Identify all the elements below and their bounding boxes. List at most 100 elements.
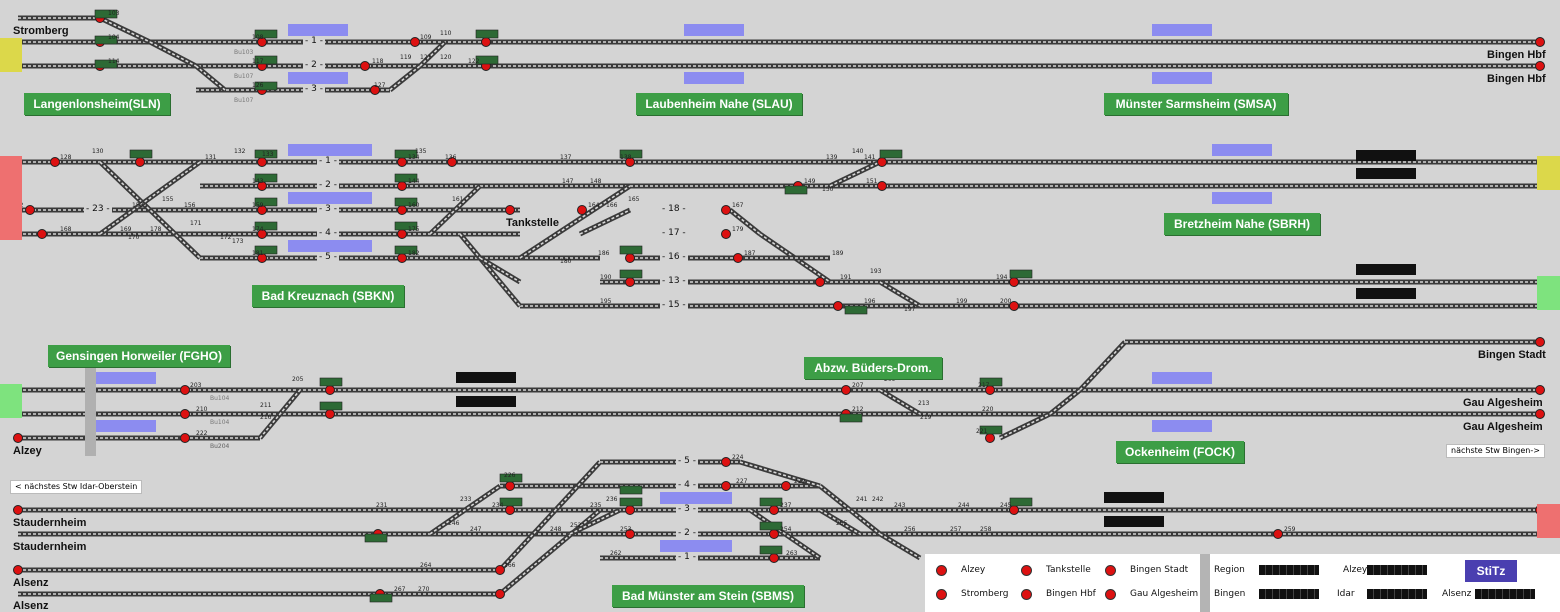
signal-number: 119 [400, 54, 412, 61]
track-label-5: - 5 - [317, 252, 339, 262]
platform-code: Bu107 [234, 97, 254, 104]
signal-icon [505, 505, 515, 515]
track-segment-inner [519, 185, 631, 259]
track-label-2: - 2 - [676, 528, 698, 538]
signal-aspect [254, 149, 278, 159]
signal-number: 137 [560, 154, 572, 161]
endpoint-bingen-stadt: Bingen Stadt [1478, 349, 1546, 361]
track-segment-inner [195, 65, 226, 91]
signal-aspect [475, 55, 499, 65]
signal-number: 219 [920, 414, 932, 421]
platform [288, 24, 348, 36]
track-segment-inner [879, 281, 921, 307]
signal-number: 170 [128, 234, 140, 241]
legend-label: Gau Algesheim [1130, 589, 1199, 599]
signal-aspect [619, 269, 643, 279]
signal-number: 207 [852, 382, 864, 389]
signal-aspect [254, 173, 278, 183]
signal-icon [1535, 61, 1545, 71]
station-sbkn[interactable]: Bad Kreuznach (SBKN) [252, 285, 404, 307]
platform-code: Bu204 [210, 443, 230, 450]
platform [288, 240, 372, 252]
signal-icon [13, 433, 23, 443]
signal-icon [481, 37, 491, 47]
signal-icon [495, 565, 505, 575]
legend-panel: Alzey Tankstelle Bingen Stadt Stromberg … [925, 554, 1560, 612]
track-segment-inner [579, 209, 631, 235]
signal-icon [397, 157, 407, 167]
station-smsa[interactable]: Münster Sarmsheim (SMSA) [1104, 93, 1288, 115]
next-stellwerk-link[interactable]: nächste Stw Bingen-> [1446, 444, 1545, 458]
signal-aspect [979, 377, 1003, 387]
station-fock[interactable]: Ockenheim (FOCK) [1116, 441, 1244, 463]
stitz-button[interactable]: StiTz [1465, 560, 1517, 582]
track-segment-inner [499, 461, 601, 571]
counter-display [1475, 589, 1535, 599]
signal-aspect [364, 533, 388, 543]
signal-number: 243 [894, 502, 906, 509]
signal-number: 247 [470, 526, 482, 533]
track-label-1: - 1 - [303, 36, 325, 46]
signal-number: 109 [420, 34, 432, 41]
legend-label: Alzey [961, 565, 986, 575]
signal-aspect [394, 221, 418, 231]
track-segment-inner [99, 161, 201, 259]
signal-number: 210 [196, 406, 208, 413]
prev-stellwerk-link[interactable]: < nächstes Stw Idar-Oberstein [10, 480, 143, 494]
track-segment-inner [1049, 389, 1081, 415]
station-sbms[interactable]: Bad Münster am Stein (SBMS) [612, 585, 804, 607]
signal-number: 110 [440, 30, 452, 37]
signal-number: 117 [252, 58, 264, 65]
signal-icon [397, 205, 407, 215]
signal-number: 244 [958, 502, 970, 509]
signal-number: 171 [190, 220, 202, 227]
signal-number: 242 [872, 496, 884, 503]
track-segment-inner [829, 161, 881, 187]
signal-number: 173 [232, 238, 244, 245]
signal-number: 197 [904, 306, 916, 313]
station-sln[interactable]: Langenlonsheim(SLN) [24, 93, 170, 115]
signal-aspect [979, 425, 1003, 435]
signal-number: 220 [982, 406, 994, 413]
counter-display [1259, 589, 1319, 599]
signal-aspect [619, 149, 643, 159]
signal-number: 264 [420, 562, 432, 569]
legend-label: Stromberg [961, 589, 1009, 599]
station-slau[interactable]: Laubenheim Nahe (SLAU) [636, 93, 802, 115]
signal-number: 114 [108, 58, 120, 65]
signal-number: 147 [562, 178, 574, 185]
signal-icon [577, 205, 587, 215]
signal-number: 156 [184, 202, 196, 209]
signal-icon [1105, 589, 1116, 600]
signal-number: 234 [492, 502, 504, 509]
signal-number: 127 [374, 82, 386, 89]
counter-display [1356, 264, 1416, 275]
signal-number: 144 [408, 178, 420, 185]
track-segment-inner [739, 461, 821, 487]
signal-number: 122 [468, 58, 480, 65]
signal-number: 175 [408, 226, 420, 233]
signal-aspect [254, 81, 278, 91]
track-label-1: - 1 - [317, 156, 339, 166]
signal-icon [325, 409, 335, 419]
track-label-16: - 16 - [660, 252, 688, 262]
signal-number: 189 [832, 250, 844, 257]
signal-icon [370, 85, 380, 95]
endpoint-staudernheim-2: Staudernheim [13, 541, 87, 553]
signal-number: 103 [108, 10, 120, 17]
signal-number: 254 [780, 526, 792, 533]
station-abzw[interactable]: Abzw. Büders-Drom. [804, 357, 942, 379]
track-segment-inner [259, 389, 301, 439]
station-sbrh[interactable]: Bretzheim Nahe (SBRH) [1164, 213, 1320, 235]
station-fgho[interactable]: Gensingen Horweiler (FGHO) [48, 345, 230, 367]
signal-number: 178 [150, 226, 162, 233]
signal-aspect [94, 59, 118, 69]
legend-label: Tankstelle [1046, 565, 1091, 575]
track-label-1: - 1 - [676, 552, 698, 562]
boundary-alzey [0, 384, 22, 418]
signal-icon [13, 505, 23, 515]
signal-aspect [759, 545, 783, 555]
signal-number: 222 [196, 430, 208, 437]
track-segment-inner [429, 485, 501, 535]
signal-icon [1009, 301, 1019, 311]
